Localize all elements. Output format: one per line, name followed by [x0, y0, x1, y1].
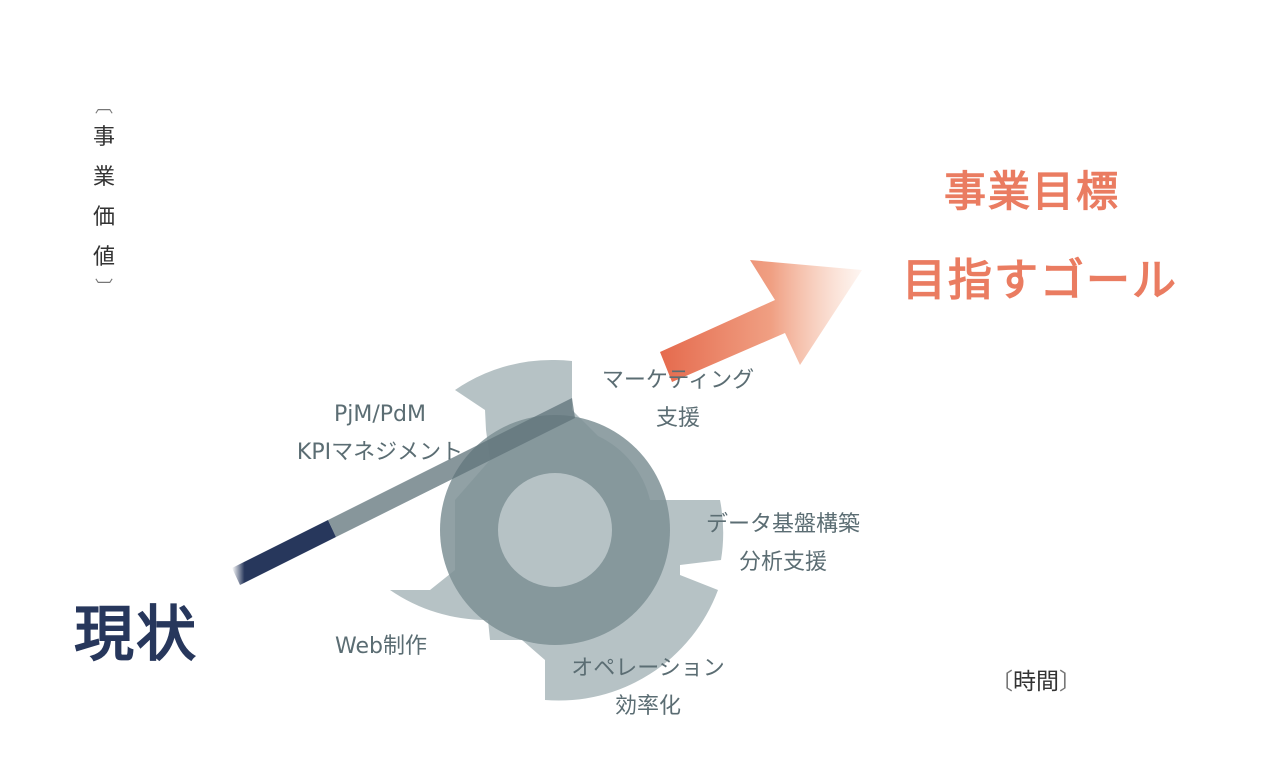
cycle-item-data: データ基盤構築 分析支援: [688, 506, 878, 582]
x-axis-text: 時間: [1013, 669, 1059, 695]
cycle-item-line: オペレーション: [571, 656, 725, 681]
cycle-item-operation: オペレーション 効率化: [548, 650, 748, 726]
cycle-item-line: PjM/PdM: [334, 402, 426, 427]
growth-line-current: [232, 520, 336, 585]
goal-arrow: [660, 260, 862, 382]
y-axis-char: 業: [92, 165, 115, 190]
growth-line-middle: [328, 398, 575, 537]
y-axis-char: 価: [92, 205, 115, 230]
y-axis-bracket-close: ︺: [95, 278, 113, 299]
cycle-item-line: 分析支援: [738, 550, 827, 575]
cycle-item-line: データ基盤構築: [705, 512, 860, 537]
cycle-item-line: Web制作: [335, 634, 427, 659]
cycle-item-line: 効率化: [614, 694, 681, 719]
goal-subtitle: 目指すゴール: [902, 255, 1178, 306]
y-axis-bracket-open: ︹: [95, 96, 113, 117]
goal-title: 事業目標: [944, 167, 1121, 216]
y-axis-char: 値: [92, 245, 115, 270]
x-axis-bracket-open: 〔: [990, 669, 1013, 695]
current-state-label: 現状: [74, 600, 198, 670]
y-axis-char: 事: [92, 125, 115, 150]
cycle-item-web: Web制作: [316, 628, 446, 666]
y-axis-label: ︹ 事 業 価 値 ︺: [84, 96, 124, 300]
x-axis-bracket-close: 〕: [1059, 669, 1082, 695]
cycle-ring: [440, 415, 670, 645]
cycle-item-pjm: PjM/PdM KPIマネジメント: [280, 396, 480, 472]
x-axis-label: 〔時間〕: [990, 662, 1082, 696]
cycle-item-line: マーケティング: [601, 368, 755, 393]
cycle-item-line: KPIマネジメント: [296, 440, 464, 465]
cycle-item-line: 支援: [655, 406, 700, 431]
cycle-item-marketing: マーケティング 支援: [580, 362, 776, 438]
